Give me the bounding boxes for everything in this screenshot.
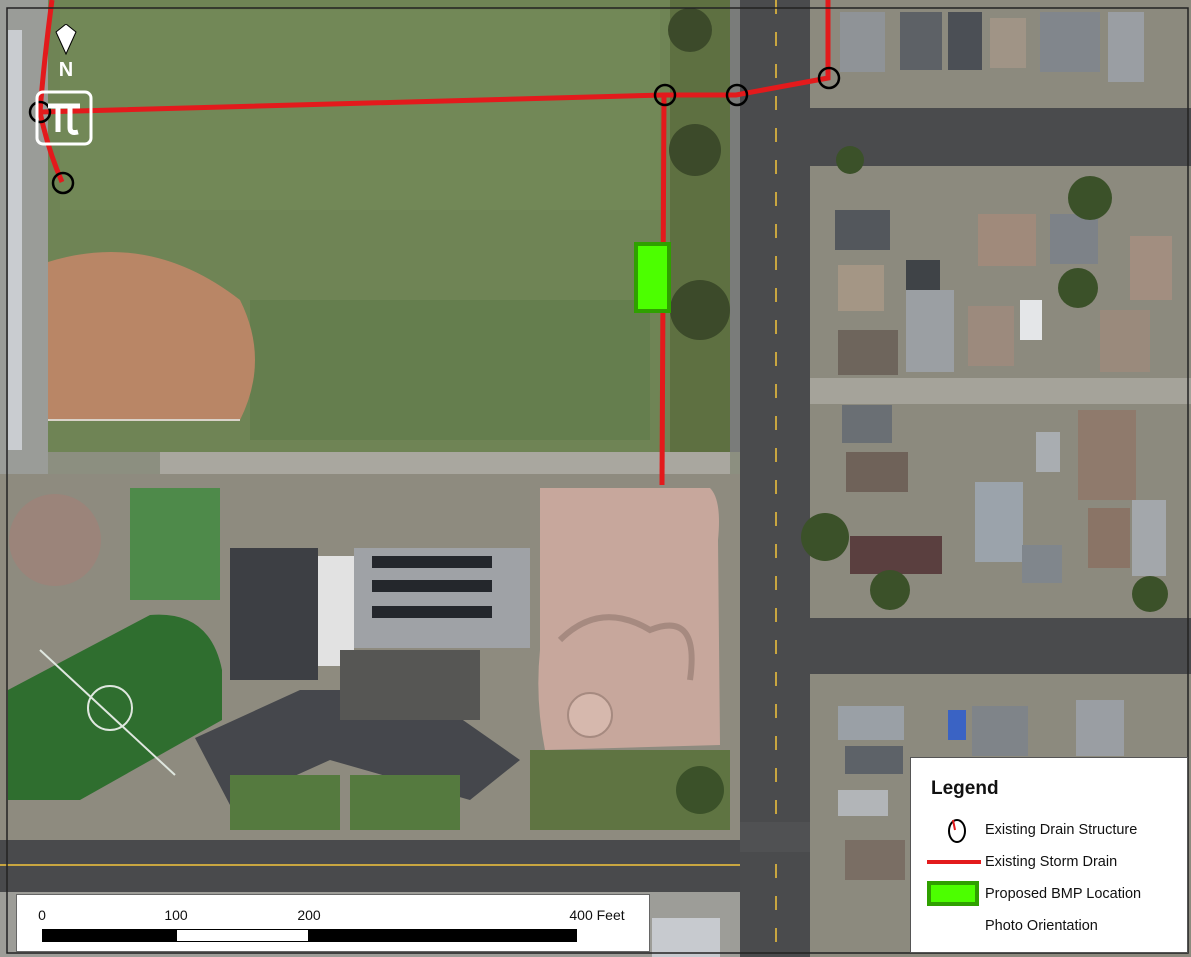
alley xyxy=(810,378,1191,404)
playground xyxy=(9,494,101,586)
drain-structure-icon xyxy=(925,816,981,844)
scale-bar: 0 100 200 400 Feet xyxy=(16,894,650,952)
drain-structure[interactable] xyxy=(725,83,749,107)
scale-segment-black xyxy=(42,929,176,942)
walkway xyxy=(160,452,730,474)
legend-label-drain-structure: Existing Drain Structure xyxy=(985,822,1138,838)
soccer-field xyxy=(8,614,222,800)
legend-label-bmp: Proposed BMP Location xyxy=(985,886,1142,902)
legend-item-bmp: Proposed BMP Location xyxy=(911,880,1187,908)
legend-item-photo-orientation: Photo Orientation xyxy=(911,912,1187,940)
cross-street-north xyxy=(810,108,1191,166)
legend-label-storm-drain: Existing Storm Drain xyxy=(985,854,1118,870)
map-frame xyxy=(6,7,1189,954)
scale-label-400: 400 Feet xyxy=(569,907,625,923)
school-building-west xyxy=(230,548,318,680)
photo-orientation-icon xyxy=(925,912,981,940)
proposed-bmp-location[interactable] xyxy=(634,242,671,313)
drain-structures[interactable] xyxy=(28,66,841,195)
logo-frame xyxy=(35,90,93,146)
left-building xyxy=(8,30,22,450)
legend-item-drain-structure: Existing Drain Structure xyxy=(911,816,1187,844)
cross-street-middle xyxy=(810,618,1191,674)
scale-segment-white xyxy=(176,929,309,942)
tt-logo xyxy=(48,103,80,135)
drain-structure[interactable] xyxy=(28,100,52,124)
grass-court xyxy=(130,488,220,600)
north-arrow: N xyxy=(34,23,96,146)
storm-drain-line-icon xyxy=(925,848,981,876)
north-label: N xyxy=(59,59,73,81)
baseball-infield xyxy=(48,251,255,420)
drain-structure[interactable] xyxy=(817,66,841,90)
legend: Legend Existing Drain Structure Existing… xyxy=(910,757,1188,953)
scale-segment-long xyxy=(309,929,577,942)
scale-label-100: 100 xyxy=(164,907,188,923)
tree-row-east xyxy=(670,0,730,455)
legend-item-storm-drain: Existing Storm Drain xyxy=(911,848,1187,876)
main-street xyxy=(740,0,810,957)
bmp-area-icon xyxy=(925,880,981,908)
scale-label-200: 200 xyxy=(297,907,321,923)
drain-structure[interactable] xyxy=(653,83,677,107)
storm-drain-north[interactable] xyxy=(39,0,831,115)
legend-title: Legend xyxy=(931,778,999,799)
drain-structure[interactable] xyxy=(51,171,75,195)
scale-label-0: 0 xyxy=(38,907,46,923)
legend-label-photo-orientation: Photo Orientation xyxy=(985,918,1098,934)
north-arrow-icon xyxy=(55,23,77,56)
